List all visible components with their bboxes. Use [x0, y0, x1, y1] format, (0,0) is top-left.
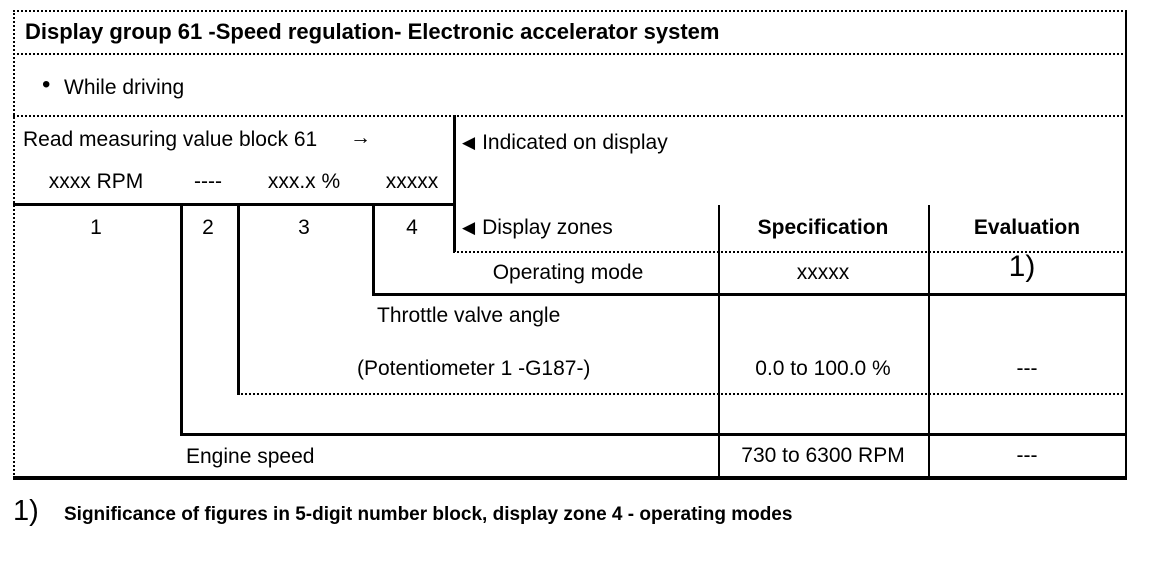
- throttle-spec: 0.0 to 100.0 %: [755, 357, 891, 380]
- operating-mode-evaluation-footnote-ref: 1): [1008, 250, 1036, 283]
- read-block-arrow-icon: →: [350, 126, 371, 149]
- zone1-2-divider: [180, 203, 183, 435]
- evaluation-left-divider: [928, 205, 930, 479]
- zone3-4-divider: [372, 203, 375, 295]
- footnote-marker: 1): [13, 495, 39, 527]
- engine-speed-spec: 730 to 6300 RPM: [741, 444, 905, 467]
- zone4-right-divider: [453, 115, 456, 252]
- specification-left-divider: [718, 205, 720, 479]
- header-row-bottom-line: [453, 251, 1127, 253]
- zone-number-2: 2: [202, 216, 214, 239]
- operating-mode-label: Operating mode: [492, 261, 644, 284]
- condition-bullet: •: [42, 71, 51, 98]
- read-block-label: Read measuring value block 61: [23, 128, 318, 151]
- footnote-text: Significance of figures in 5-digit numbe…: [64, 504, 793, 525]
- operating-mode-spec: xxxxx: [796, 261, 850, 284]
- operating-mode-bottom-line: [372, 293, 1127, 296]
- zone-value-3: xxx.x %: [267, 170, 341, 193]
- outer-right-border: [1125, 10, 1127, 479]
- indicated-on-display-callout: ◀ Indicated on display: [462, 131, 668, 154]
- indicated-on-display-label: Indicated on display: [482, 131, 668, 154]
- specification-column-header: Specification: [757, 216, 889, 239]
- empty-row-bottom-line: [180, 433, 1127, 436]
- zone-number-3: 3: [298, 216, 310, 239]
- left-triangle-icon: ◀: [462, 133, 476, 152]
- throttle-potentiometer-label: (Potentiometer 1 -G187-): [357, 357, 591, 380]
- condition-underline: [13, 115, 1127, 117]
- engine-speed-label: Engine speed: [186, 445, 315, 468]
- outer-bottom-border: [13, 476, 1127, 480]
- page-title: Display group 61 -Speed regulation- Elec…: [25, 19, 720, 44]
- throttle-row-bottom-line: [237, 393, 1127, 395]
- throttle-evaluation: ---: [1016, 357, 1038, 380]
- read-block-bottom-line: [13, 203, 455, 206]
- zone-value-1: xxxx RPM: [48, 170, 144, 193]
- zone-number-1: 1: [90, 216, 102, 239]
- outer-left-border: [13, 10, 15, 479]
- title-underline: [13, 53, 1127, 55]
- zone-value-4: xxxxx: [385, 170, 439, 193]
- left-triangle-icon: ◀: [462, 218, 476, 237]
- outer-top-border: [13, 10, 1127, 12]
- condition-text: While driving: [64, 76, 185, 99]
- zone2-3-divider: [237, 203, 240, 395]
- display-zones-label: Display zones: [482, 216, 613, 239]
- display-zones-callout: ◀ Display zones: [462, 216, 613, 239]
- zone-number-4: 4: [406, 216, 418, 239]
- zone-value-2: ----: [194, 170, 222, 193]
- engine-speed-evaluation: ---: [1016, 444, 1038, 467]
- throttle-valve-angle-label: Throttle valve angle: [377, 304, 561, 327]
- evaluation-column-header: Evaluation: [973, 216, 1081, 239]
